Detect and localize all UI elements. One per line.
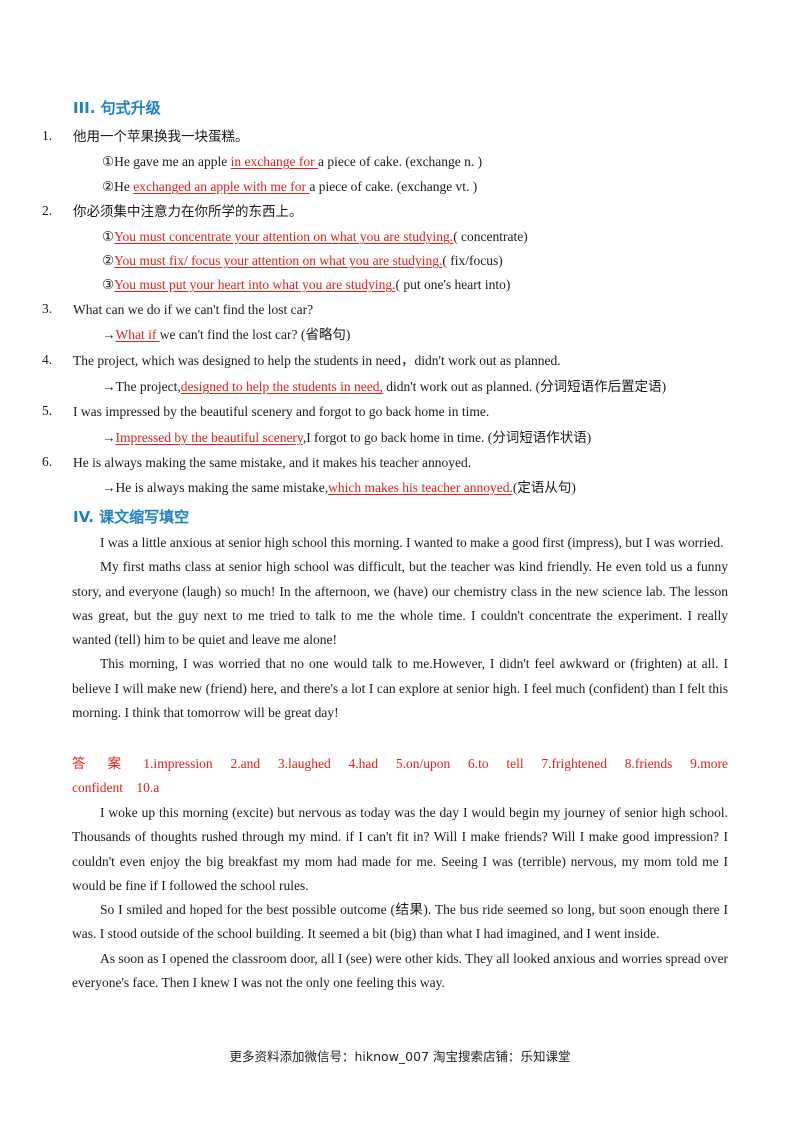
- item-number: 1.: [42, 128, 53, 143]
- sub-pre: →: [102, 430, 116, 445]
- item-sub: ②You must fix/ focus your attention on w…: [102, 252, 503, 270]
- item-prompt: What can we do if we can't find the lost…: [73, 302, 314, 317]
- item-sub: ①He gave me an apple in exchange for a p…: [102, 153, 482, 171]
- paragraph: So I smiled and hoped for the best possi…: [72, 902, 728, 942]
- sub-post: a piece of cake. (exchange n. ): [318, 154, 483, 169]
- sub-pre: ③: [102, 277, 115, 292]
- sub-post: ( concentrate): [453, 229, 528, 244]
- item-number: 5.: [42, 403, 53, 418]
- answer-text: You must fix/ focus your attention on wh…: [114, 253, 443, 268]
- sub-post: ( fix/focus): [442, 253, 503, 268]
- item-prompt: The project, which was designed to help …: [73, 353, 561, 368]
- item-sub: ②He exchanged an apple with me for a pie…: [102, 178, 477, 196]
- sub-pre: →He is always making the same mistake,: [102, 480, 329, 495]
- sub-post: a piece of cake. (exchange vt. ): [309, 179, 478, 194]
- item-sub: →What if we can't find the lost car? (省略…: [102, 326, 350, 344]
- answer-text: You must concentrate your attention on w…: [114, 229, 454, 244]
- item-number: 2.: [42, 203, 53, 218]
- item-prompt: I was impressed by the beautiful scenery…: [73, 404, 490, 419]
- passage-2: I woke up this morning (excite) but nerv…: [72, 801, 728, 995]
- answer-text: Impressed by the beautiful scenery: [115, 430, 303, 445]
- item-sub: ③You must put your heart into what you a…: [102, 276, 510, 294]
- answer-text: which makes his teacher annoyed.: [328, 480, 513, 495]
- item-sub: →The project,designed to help the studen…: [102, 378, 666, 396]
- sub-pre: →The project,: [102, 379, 181, 394]
- answer-text: designed to help the students in need,: [180, 379, 383, 394]
- sub-post: ,I forgot to go back home in time. (分词短语…: [302, 430, 592, 445]
- section3-heading: III. 句式升级: [73, 99, 161, 117]
- item-number: 6.: [42, 454, 53, 469]
- paragraph: This morning, I was worried that no one …: [72, 656, 728, 721]
- paragraph: My first maths class at senior high scho…: [72, 559, 728, 648]
- answer-text: What if: [115, 327, 160, 342]
- section4-heading: IV. 课文缩写填空: [73, 508, 190, 526]
- item-number: 4.: [42, 352, 53, 367]
- sub-pre: ②: [102, 253, 115, 268]
- item-sub: ①You must concentrate your attention on …: [102, 228, 528, 246]
- item-number: 3.: [42, 301, 53, 316]
- paragraph: I was a little anxious at senior high sc…: [100, 535, 724, 550]
- page-footer: 更多资料添加微信号：hiknow_007 淘宝搜索店铺：乐知课堂: [229, 1049, 571, 1064]
- sub-post: (定语从句): [512, 480, 576, 495]
- sub-post: ( put one's heart into): [395, 277, 511, 292]
- answer-text: in exchange for: [230, 154, 319, 169]
- sub-pre: ①He gave me an apple: [102, 154, 231, 169]
- answer-text: exchanged an apple with me for: [133, 179, 310, 194]
- answer-text: You must put your heart into what you ar…: [114, 277, 396, 292]
- item-prompt: He is always making the same mistake, an…: [73, 455, 472, 470]
- item-sub: →He is always making the same mistake,wh…: [102, 479, 576, 497]
- sub-pre: →: [102, 327, 116, 342]
- item-prompt: 他用一个苹果换我一块蛋糕。: [73, 129, 249, 144]
- sub-post: we can't find the lost car? (省略句): [159, 327, 351, 342]
- item-prompt: 你必须集中注意力在你所学的东西上。: [73, 204, 303, 219]
- paragraph: I woke up this morning (excite) but nerv…: [72, 805, 728, 893]
- sub-post: didn't work out as planned. (分词短语作后置定语): [382, 379, 667, 394]
- sub-pre: ①: [102, 229, 115, 244]
- passage-1: I was a little anxious at senior high sc…: [72, 531, 728, 725]
- sub-pre: ②He: [102, 179, 134, 194]
- paragraph: As soon as I opened the classroom door, …: [72, 950, 728, 991]
- answer-key: 答 案 1.impression 2.and 3.laughed 4.had 5…: [72, 756, 728, 795]
- item-sub: →Impressed by the beautiful scenery,I fo…: [102, 429, 591, 447]
